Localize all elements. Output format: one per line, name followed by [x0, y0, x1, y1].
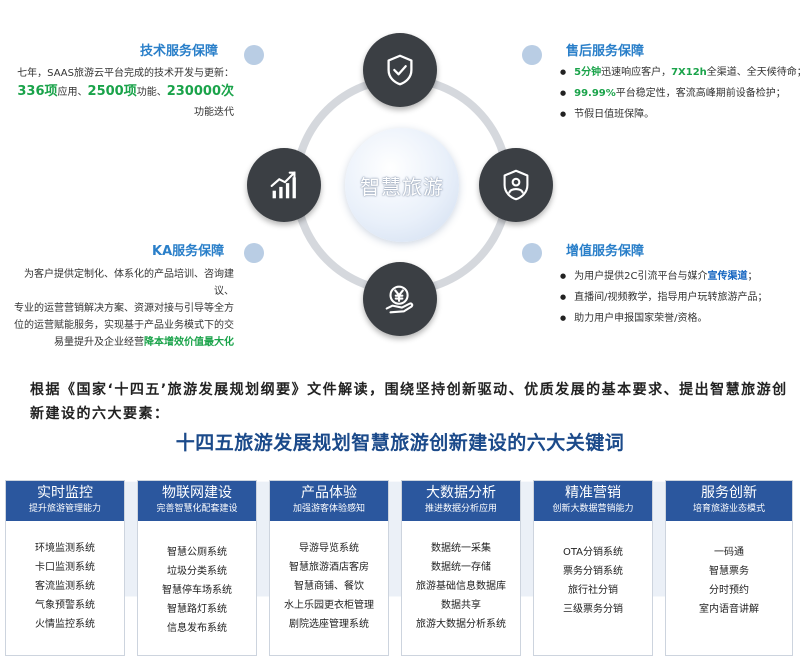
column-title: 服务创新: [701, 485, 757, 501]
column-title: 实时监控: [37, 485, 93, 501]
column-subtitle: 提升旅游管理能力: [28, 504, 101, 514]
connector-dot: [244, 243, 264, 263]
value-added-list: 为用户提供2C引流平台与媒介宣传渠道； 直播间/视频教学，指导用户玩转旅游产品；…: [560, 266, 767, 329]
list-item: 旅游基础信息数据库: [416, 581, 506, 592]
ka-highlight: 降本增效价值最大化: [144, 337, 234, 348]
list-item: 气象预警系统: [35, 600, 95, 611]
list-item: 三级票务分销: [563, 604, 623, 615]
keyword-column-service: 服务创新 培育旅游业态模式 一码通 智慧票务 分时预约 室内语音讲解: [665, 480, 793, 656]
section-headline: 十四五旅游发展规划智慧旅游创新建设的六大关键词: [175, 432, 625, 454]
column-title: 产品体验: [301, 485, 357, 501]
tech-support-text: 七年，SAAS旅游云平台完成的技术开发与更新： 336项应用、2500项功能、2…: [14, 65, 234, 123]
center-label: 智慧旅游: [360, 174, 444, 199]
tech-support-title: 技术服务保障: [140, 44, 219, 59]
value-added-title: 增值服务保障: [566, 244, 645, 259]
after-sales-list: 5分钟迅速响应客户，7X12h全渠道、全天候待命； 99.99%平台稳定性，客流…: [560, 62, 800, 125]
list-item: 旅行社分销: [568, 585, 618, 596]
list-item: 环境监测系统: [35, 543, 95, 554]
keyword-column-experience: 产品体验 加强游客体验感知 导游导览系统 智慧旅游酒店客房 智慧商铺、餐饮 水上…: [269, 480, 389, 656]
list-item: 导游导览系统: [299, 543, 359, 554]
keyword-column-iot: 物联网建设 完善智慧化配套建设 智慧公厕系统 垃圾分类系统 智慧停车场系统 智慧…: [137, 480, 257, 656]
center-disc: 智慧旅游: [345, 128, 459, 242]
list-item: 票务分销系统: [563, 566, 623, 577]
column-subtitle: 创新大数据营销能力: [552, 504, 634, 514]
connector-dot: [522, 243, 542, 263]
growth-chart-icon: [247, 148, 321, 222]
list-item: 助力用户申报国家荣誉/资格。: [560, 308, 767, 329]
keyword-column-monitoring: 实时监控 提升旅游管理能力 环境监测系统 卡口监测系统 客流监测系统 气象预警系…: [5, 480, 125, 656]
after-sales-title: 售后服务保障: [566, 44, 645, 59]
list-item: OTA分销系统: [562, 547, 624, 558]
column-subtitle: 加强游客体验感知: [292, 504, 365, 514]
ka-support-text: 为客户提供定制化、体系化的产品培训、咨询建议、 专业的运营营销解决方案、资源对接…: [14, 269, 234, 348]
list-item: 旅游大数据分析系统: [416, 619, 506, 630]
list-item: 直播间/视频教学，指导用户玩转旅游产品；: [560, 287, 767, 308]
list-item: 5分钟迅速响应客户，7X12h全渠道、全天候待命；: [560, 62, 800, 83]
list-item: 节假日值班保障。: [560, 104, 800, 125]
list-item: 数据共享: [441, 600, 481, 611]
list-item: 水上乐园更衣柜管理: [284, 600, 374, 611]
list-item: 火情监控系统: [35, 619, 95, 630]
connector-dot: [244, 45, 264, 65]
list-item: 智慧票务: [709, 566, 749, 577]
stat-apps: 336项: [17, 84, 58, 99]
column-title: 大数据分析: [426, 485, 496, 501]
list-item: 数据统一存储: [431, 562, 491, 573]
column-title: 精准营销: [565, 485, 621, 501]
column-subtitle: 推进数据分析应用: [424, 504, 497, 514]
intro-paragraph: 根据《国家‘十四五’旅游发展规划纲要》文件解读，围绕坚持创新驱动、优质发展的基本…: [30, 382, 788, 422]
list-item: 智慧停车场系统: [162, 585, 232, 596]
list-item: 信息发布系统: [167, 623, 227, 634]
tech-support-stats: 336项应用、2500项功能、230000次功能迭代: [17, 84, 234, 118]
list-item: 分时预约: [709, 585, 749, 596]
list-item: 智慧路灯系统: [167, 604, 227, 615]
column-subtitle: 完善智慧化配套建设: [156, 504, 238, 514]
keyword-column-bigdata: 大数据分析 推进数据分析应用 数据统一采集 数据统一存储 旅游基础信息数据库 数…: [401, 480, 521, 656]
column-subtitle: 培育旅游业态模式: [692, 504, 765, 514]
column-title: 物联网建设: [162, 485, 232, 501]
list-item: 客流监测系统: [35, 581, 95, 592]
list-item: 为用户提供2C引流平台与媒介宣传渠道；: [560, 266, 767, 287]
yuan-coin-hand-icon: [363, 262, 437, 336]
stat-features: 2500项: [87, 84, 137, 99]
shield-check-icon: [363, 33, 437, 107]
service-diagram: 智慧旅游 技术服务: [0, 0, 800, 340]
list-item: 剧院选座管理系统: [289, 619, 369, 630]
list-item: 智慧旅游酒店客房: [289, 562, 369, 573]
list-item: 室内语音讲解: [699, 604, 759, 615]
stat-iterations: 230000次: [166, 84, 234, 99]
keyword-column-marketing: 精准营销 创新大数据营销能力 OTA分销系统 票务分销系统 旅行社分销 三级票务…: [533, 480, 653, 656]
list-item: 数据统一采集: [431, 543, 491, 554]
tech-support-line1: 七年，SAAS旅游云平台完成的技术开发与更新：: [17, 68, 234, 79]
shield-person-icon: [479, 148, 553, 222]
list-item: 智慧公厕系统: [167, 547, 227, 558]
list-item: 99.99%平台稳定性，客流高峰期前设备检护；: [560, 83, 800, 104]
list-item: 一码通: [714, 547, 744, 558]
list-item: 卡口监测系统: [35, 562, 95, 573]
list-item: 智慧商铺、餐饮: [294, 581, 364, 592]
ka-support-title: KA服务保障: [152, 244, 225, 259]
connector-dot: [522, 45, 542, 65]
list-item: 垃圾分类系统: [167, 566, 227, 577]
